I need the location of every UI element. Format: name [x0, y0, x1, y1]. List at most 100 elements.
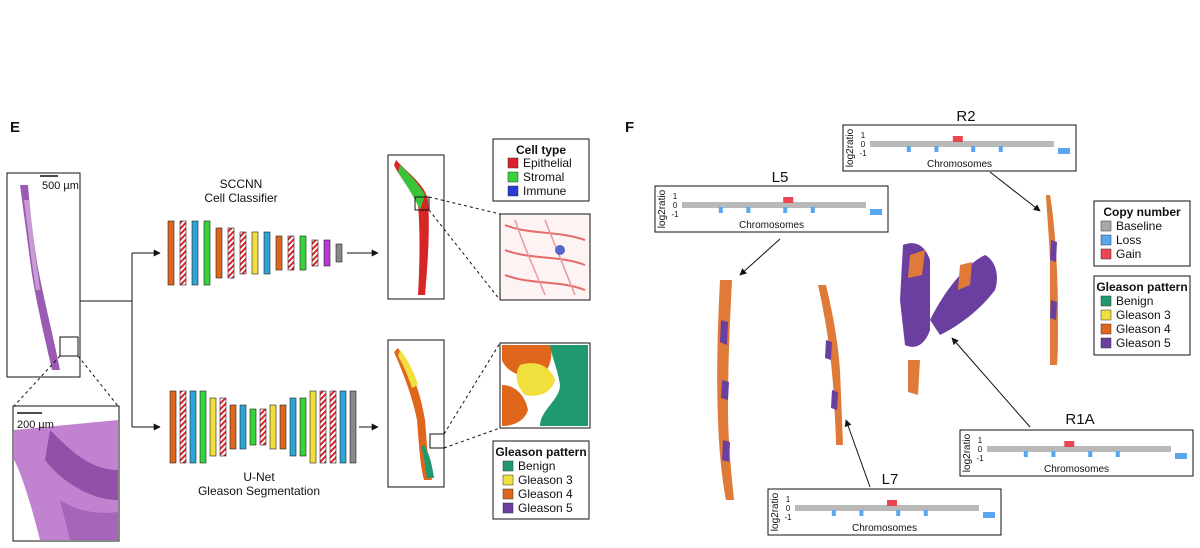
cnv-tick-label: -1: [671, 210, 679, 219]
sccnn-subtitle: Cell Classifier: [204, 191, 277, 205]
cnv-xlabel: Chromosomes: [739, 220, 804, 231]
unet-layer: [309, 390, 317, 464]
cnv-xlabel: Chromosomes: [1044, 464, 1109, 475]
cell-type-legend-item-label: Epithelial: [523, 156, 572, 170]
sccnn-layer: [263, 231, 271, 275]
cnv-ylabel: log2ratio: [657, 189, 668, 228]
gleason-legend-f-item-label: Gleason 4: [1116, 322, 1171, 336]
unet-layer: [259, 408, 267, 446]
unet-layer: [349, 390, 357, 464]
unet-title: U-Net: [243, 470, 275, 484]
tissue-core-r1a: [900, 243, 997, 395]
sccnn-layer: [275, 235, 283, 271]
cnv-loss-segment: [870, 209, 882, 215]
scale-text-zoom: 200 µm: [17, 419, 54, 431]
gleason-legend-e-item-swatch: [502, 488, 514, 500]
cell-zoom-guide-bottom: [428, 209, 501, 301]
gleason-legend-e-item-swatch: [502, 502, 514, 514]
gleason-legend-e-title: Gleason pattern: [495, 445, 586, 459]
cnv-tick-label: 1: [786, 495, 791, 504]
sccnn-layer: [323, 239, 331, 267]
gleason-legend-f-item-swatch: [1100, 323, 1112, 335]
sccnn-layer: [311, 239, 319, 267]
gleason-legend-f-item-label: Gleason 5: [1116, 336, 1171, 350]
cnv-tick-label: 1: [673, 192, 678, 201]
copy-number-legend-item-swatch: [1100, 234, 1112, 246]
gleason-legend-f-item-swatch: [1100, 295, 1112, 307]
sccnn-network: [167, 220, 343, 286]
unet-layer: [299, 397, 307, 457]
tissue-core-l5: [717, 280, 734, 500]
unet-layer: [199, 390, 207, 464]
cnv-tick-label: 0: [861, 140, 866, 149]
unet-layer: [279, 404, 287, 450]
cnv-plot-frame: [842, 124, 1077, 172]
arrow-r2: [989, 171, 1041, 212]
unet-layer: [209, 397, 217, 457]
unet-layer: [189, 390, 197, 464]
cnv-loss-segment: [1051, 451, 1056, 457]
cell-type-legend-item-swatch: [507, 157, 519, 169]
cell-type-legend-item-label: Immune: [523, 184, 567, 198]
copy-number-legend-title: Copy number: [1103, 205, 1181, 219]
cnv-loss-segment: [998, 146, 1003, 152]
cnv-loss-segment: [934, 146, 939, 152]
gleason-legend-f-item-swatch: [1100, 309, 1112, 321]
gleason-legend-f-item-swatch: [1100, 337, 1112, 349]
gleason-legend-f-item-label: Gleason 3: [1116, 308, 1171, 322]
copy-number-legend-item-label: Baseline: [1116, 219, 1162, 233]
cnv-gain-segment: [952, 136, 963, 142]
scale-text-overview: 500 µm: [42, 180, 79, 192]
gleason-legend-f-title: Gleason pattern: [1096, 280, 1187, 294]
cnv-loss-segment: [1023, 451, 1028, 457]
sccnn-layer: [215, 227, 223, 279]
cnv-baseline-band: [987, 446, 1171, 452]
cnv-plot-frame: [654, 185, 889, 233]
unet-layer: [169, 390, 177, 464]
sccnn-layer: [239, 231, 247, 275]
cnv-loss-segment: [983, 512, 995, 518]
unet-subtitle: Gleason Segmentation: [198, 484, 320, 498]
cnv-tick-label: -1: [784, 513, 792, 522]
panel-f-label: F: [625, 119, 634, 136]
cnv-xlabel: Chromosomes: [852, 523, 917, 534]
cnv-tick-label: 1: [978, 436, 983, 445]
cnv-loss-segment: [859, 510, 864, 516]
cnv-tick-label: -1: [976, 454, 984, 463]
gleason-legend-e-item-label: Benign: [518, 459, 555, 473]
zoom-region-box: [59, 336, 79, 357]
cnv-ylabel: log2ratio: [845, 128, 856, 167]
branch-arrows: [80, 249, 161, 431]
cnv-plot-frame: [767, 488, 1002, 536]
copy-number-legend-item-swatch: [1100, 220, 1112, 232]
unet-layer: [319, 390, 327, 464]
tissue-core-l7: [818, 285, 843, 445]
gleason-legend-e-item-swatch: [502, 474, 514, 486]
copy-number-legend-item-label: Gain: [1116, 247, 1141, 261]
cell-classification-output: [387, 154, 445, 300]
gleason-legend-e-item-label: Gleason 4: [518, 487, 573, 501]
cnv-xlabel: Chromosomes: [927, 159, 992, 170]
unet-layer: [329, 390, 337, 464]
sccnn-layer: [335, 243, 343, 263]
cnv-loss-segment: [783, 207, 788, 213]
cnv-loss-segment: [718, 207, 723, 213]
tissue-core-r2: [1046, 195, 1058, 365]
cnv-gain-segment: [783, 197, 794, 203]
gleason-legend-e-item-label: Gleason 3: [518, 473, 573, 487]
cnv-ylabel: log2ratio: [962, 433, 973, 472]
cnv-gain-segment: [887, 500, 897, 506]
cnv-loss-segment: [746, 207, 751, 213]
sccnn-layer: [203, 220, 211, 286]
cnv-loss-segment: [906, 146, 911, 152]
unet-network: [169, 390, 357, 464]
arrow-l7: [844, 419, 871, 488]
unet-layer: [269, 404, 277, 450]
